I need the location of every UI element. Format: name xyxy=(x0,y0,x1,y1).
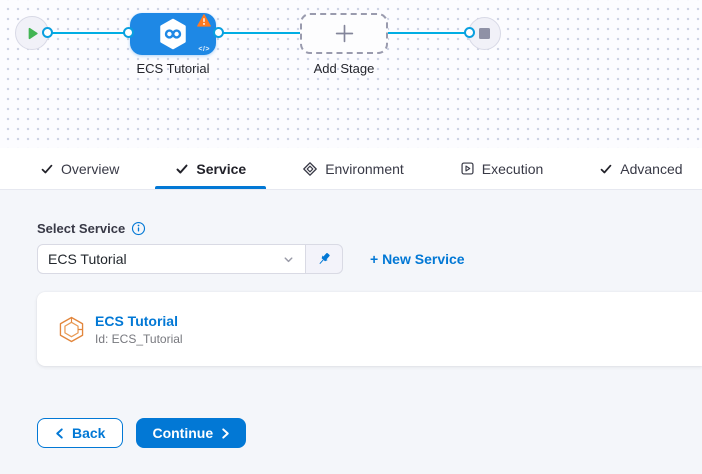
new-service-link[interactable]: + New Service xyxy=(370,251,465,267)
tab-label: Service xyxy=(196,160,247,177)
cd-stage-icon xyxy=(160,18,186,50)
plus-icon xyxy=(335,24,353,43)
service-card-text: ECS Tutorial Id: ECS_Tutorial xyxy=(95,313,183,346)
service-card-title: ECS Tutorial xyxy=(95,312,178,329)
environment-icon xyxy=(303,161,318,176)
pipeline-canvas: </> ECS Tutorial Add Stage xyxy=(0,0,702,148)
tab-overview[interactable]: Overview xyxy=(20,148,139,189)
service-select[interactable]: ECS Tutorial xyxy=(37,244,306,274)
service-card[interactable]: ECS Tutorial Id: ECS_Tutorial xyxy=(37,292,702,366)
back-button-label: Back xyxy=(72,425,106,441)
tab-label: Environment xyxy=(325,160,404,177)
connector-line xyxy=(388,32,470,34)
tab-execution[interactable]: Execution xyxy=(440,148,563,189)
stage-node-ecs-tutorial[interactable]: </> xyxy=(130,13,216,55)
continue-button-label: Continue xyxy=(152,425,214,441)
tab-advanced[interactable]: Advanced xyxy=(579,148,702,189)
select-service-label: Select Service xyxy=(37,221,126,236)
add-stage-label: Add Stage xyxy=(313,61,375,76)
code-glyph: </> xyxy=(198,46,210,53)
connector-dot xyxy=(213,27,224,38)
connector-line xyxy=(47,32,129,34)
check-icon xyxy=(176,164,188,173)
service-select-value: ECS Tutorial xyxy=(48,251,127,267)
stage-tabs: Overview Service Environment Execution xyxy=(0,148,702,190)
connector-dot xyxy=(464,27,475,38)
service-card-id: Id: ECS_Tutorial xyxy=(95,331,183,346)
pin-icon xyxy=(319,253,330,264)
check-icon xyxy=(41,164,53,173)
service-tab-content: Select Service ECS Tutorial xyxy=(0,190,702,474)
chevron-right-icon xyxy=(222,427,229,439)
back-button[interactable]: Back xyxy=(37,418,124,448)
connector-dot xyxy=(42,27,53,38)
connector-dot xyxy=(123,27,134,38)
chevron-down-icon xyxy=(284,256,293,262)
tab-label: Overview xyxy=(61,160,120,177)
chevron-left-icon xyxy=(56,427,63,439)
tab-environment[interactable]: Environment xyxy=(282,148,424,189)
check-icon xyxy=(600,164,612,173)
tab-service[interactable]: Service xyxy=(155,148,267,189)
warning-icon xyxy=(197,14,211,32)
info-icon[interactable] xyxy=(131,221,146,236)
tab-label: Advanced xyxy=(620,160,683,177)
connector-line xyxy=(219,32,301,34)
play-icon xyxy=(28,27,38,39)
pin-service-button[interactable] xyxy=(305,244,343,274)
execution-icon xyxy=(461,162,474,175)
stop-icon xyxy=(479,28,490,39)
stage-label: ECS Tutorial xyxy=(136,61,210,76)
add-stage-button[interactable] xyxy=(300,13,388,54)
service-ecs-icon xyxy=(59,316,84,342)
continue-button[interactable]: Continue xyxy=(136,418,247,448)
tab-label: Execution xyxy=(481,160,544,177)
